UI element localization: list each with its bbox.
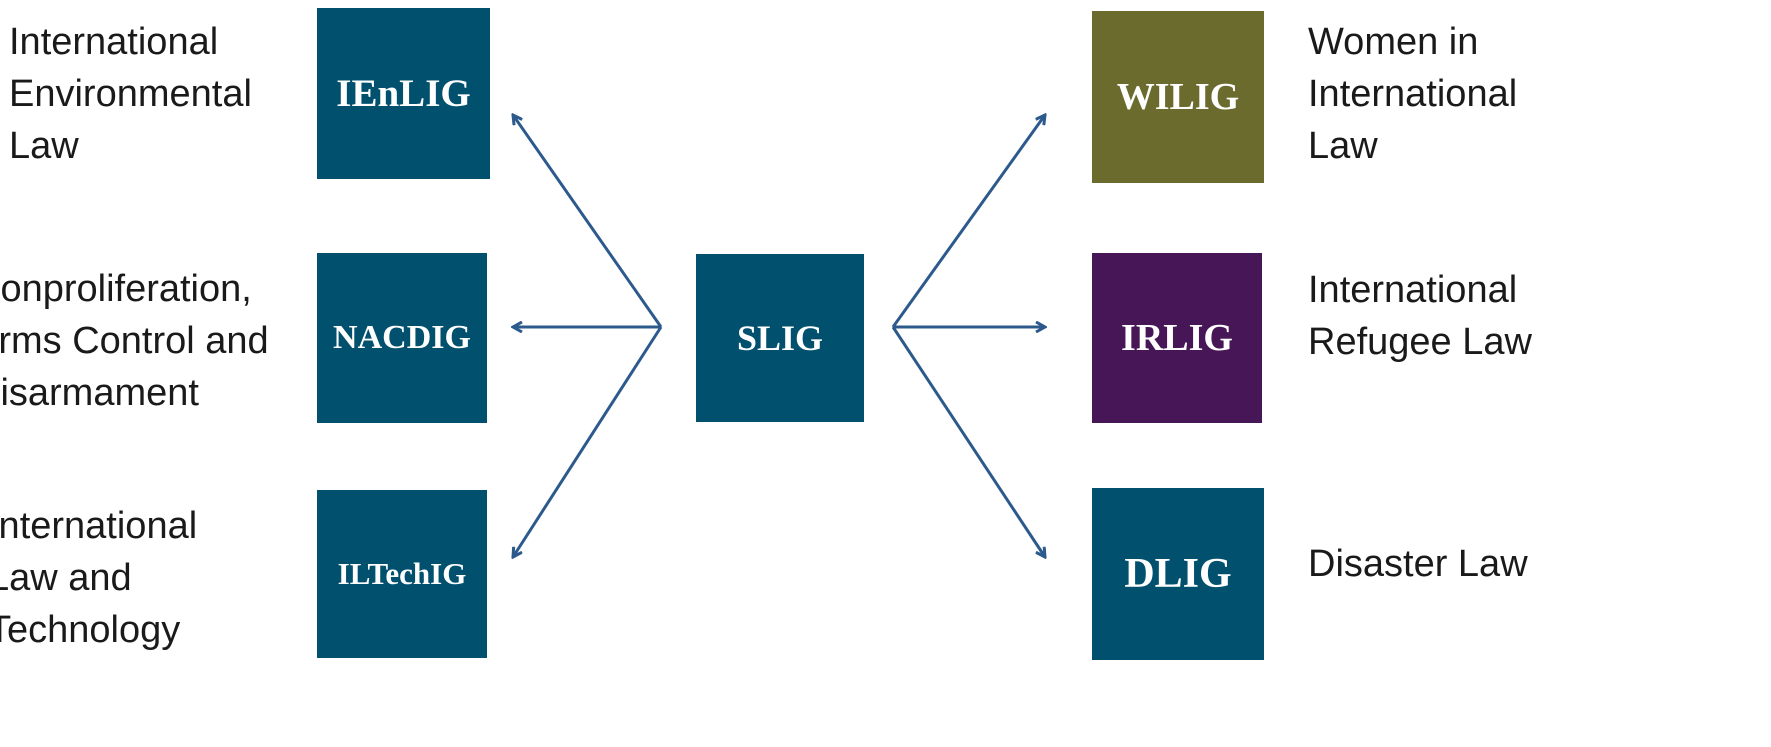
- label-line: Law: [9, 125, 79, 167]
- label-line: Law: [1308, 125, 1378, 167]
- label-line: Refugee Law: [1308, 321, 1532, 363]
- label-line: Nonproliferation,: [0, 268, 252, 310]
- arrow-to-iltechig: [513, 326, 663, 557]
- nacdig-description: Nonproliferation, Arms Control and Disar…: [0, 263, 269, 419]
- label-line: International: [0, 505, 198, 547]
- iltechig-abbr: ILTechIG: [337, 556, 467, 591]
- label-line: Law and: [0, 557, 132, 599]
- arrow-to-wilig: [891, 115, 1045, 328]
- iltechig-box: ILTechIG: [317, 490, 487, 658]
- irlig-box: IRLIG: [1092, 253, 1262, 423]
- wilig-box: WILIG: [1092, 11, 1264, 183]
- iltechig-description: International Law and Technology: [0, 500, 197, 656]
- ienlig-description: International Environmental Law: [9, 16, 252, 172]
- label-line: Disarmament: [0, 372, 199, 414]
- label-line: International: [1308, 269, 1518, 311]
- label-line: Environmental: [9, 73, 252, 115]
- irlig-description: International Refugee Law: [1308, 264, 1532, 368]
- dlig-description: Disaster Law: [1308, 538, 1528, 590]
- ienlig-abbr: IEnLIG: [336, 72, 471, 115]
- label-line: Women in: [1308, 21, 1479, 63]
- dlig-abbr: DLIG: [1124, 551, 1232, 597]
- nacdig-abbr: NACDIG: [333, 319, 471, 356]
- label-line: International: [9, 21, 219, 63]
- nacdig-box: NACDIG: [317, 253, 487, 423]
- wilig-abbr: WILIG: [1116, 76, 1240, 118]
- slig-box: SLIG: [696, 254, 864, 422]
- label-line: Technology: [0, 609, 181, 651]
- label-line: Arms Control and: [0, 320, 269, 362]
- irlig-abbr: IRLIG: [1121, 317, 1233, 359]
- arrow-to-ienlig: [513, 115, 663, 328]
- slig-label: SLIG: [736, 318, 824, 358]
- wilig-description: Women in International Law: [1308, 16, 1517, 172]
- arrow-to-dlig: [891, 326, 1045, 557]
- label-line: Disaster Law: [1308, 543, 1528, 585]
- dlig-box: DLIG: [1092, 488, 1264, 660]
- ienlig-box: IEnLIG: [317, 8, 490, 179]
- label-line: International: [1308, 73, 1518, 115]
